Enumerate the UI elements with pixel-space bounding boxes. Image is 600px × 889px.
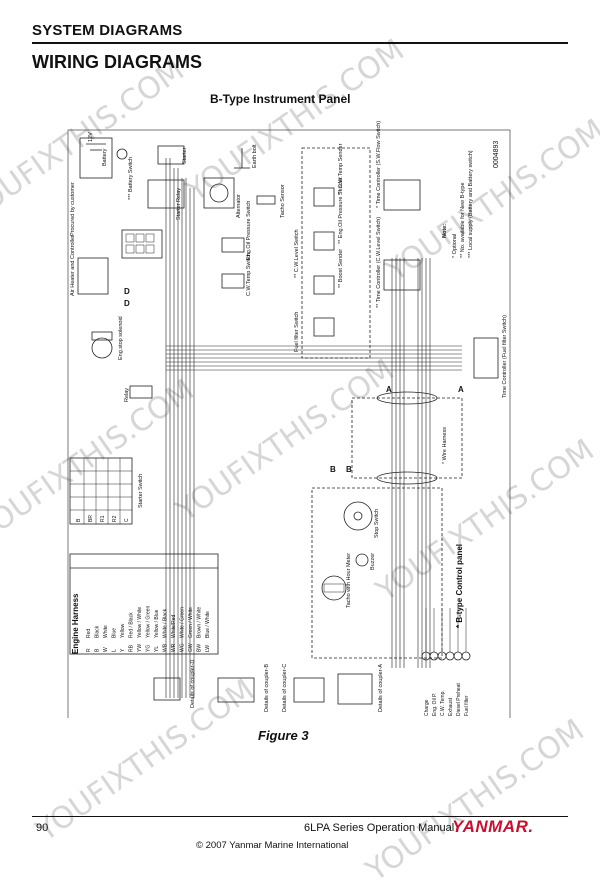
- label-engine-harness: Engine Harness: [71, 593, 80, 654]
- wiring-diagram: Battery 12V *** Battery Switch Procured …: [67, 121, 511, 718]
- label-battery-switch: *** Battery Switch: [128, 157, 134, 200]
- label-oil-sender: ** Eng.Oil Pressure Sender: [338, 177, 344, 244]
- harness-code: R: [86, 648, 92, 652]
- harness-code: GW: [188, 643, 194, 652]
- label-procured: Procured by customer: [70, 182, 76, 236]
- label-stop-switch: Stop Switch: [374, 509, 380, 538]
- label-relay: Relay: [124, 388, 130, 402]
- harness-code: YG: [146, 645, 152, 652]
- label-eng-stop: Eng.stop solenoid: [118, 316, 124, 360]
- switch-position: B: [76, 518, 82, 522]
- harness-color: White/Red: [171, 614, 177, 638]
- section-divider: [32, 42, 568, 44]
- lamp-label: Eng. Oil P.: [432, 693, 438, 716]
- label-time-controller-fuel: Time Controller (Fuel filter Switch): [502, 315, 508, 398]
- harness-color: Blue / White: [205, 611, 211, 638]
- label-tacho-sensor: Tacho Sensor: [280, 184, 286, 218]
- figure-caption: Figure 3: [258, 728, 309, 743]
- harness-code: WG: [180, 643, 186, 652]
- label-note-title: Note:: [442, 224, 448, 238]
- label-cw-temp-sender: ** C.W.Temp Sender: [338, 143, 344, 194]
- harness-color: Yellow / White: [137, 607, 143, 638]
- lamp-label: Diesel Preheat: [456, 683, 462, 716]
- label-cw-temp: C.W.Temp Switch: [246, 253, 252, 296]
- label-diagram-code: 0004893: [493, 141, 500, 168]
- lamp-label: C.W. Temp.: [440, 690, 446, 716]
- label-tacho-hour: Tacho with Hour Meter: [346, 553, 352, 608]
- lamp-label: Exhaust: [448, 697, 454, 716]
- label-fuel-filter: Fuel filter Switch: [294, 312, 300, 352]
- harness-color: White / Green: [180, 607, 186, 638]
- label-starter-switch: Starter Switch: [138, 474, 144, 508]
- harness-color: Yellow / Blue: [154, 609, 160, 638]
- label-time-controller-flow: * Time Controller (S.W.Flow Switch): [376, 121, 382, 208]
- harness-code: W: [103, 647, 109, 652]
- label-battery-voltage: 12V: [88, 132, 94, 142]
- label-starter: Starter: [182, 147, 188, 164]
- label-buzzer: Buzzer: [370, 553, 376, 570]
- label-air-heater: Air Heater and Controller: [70, 235, 76, 296]
- label-boost-sender: ** Boost Sender: [338, 249, 344, 288]
- label-note-supply: *** Local supply (Battery and Battery sw…: [468, 150, 474, 258]
- label-point-d: D: [124, 299, 130, 308]
- label-starter-relay: Starter Relay: [176, 188, 182, 220]
- harness-color: White: [103, 625, 109, 638]
- harness-code: BW: [197, 644, 203, 652]
- harness-code: LW: [205, 645, 211, 652]
- harness-color: Brown / White: [197, 607, 203, 638]
- harness-code: YL: [154, 646, 160, 652]
- harness-code: Y: [120, 648, 126, 652]
- copyright: © 2007 Yanmar Marine International: [196, 840, 349, 851]
- harness-color: Black: [95, 625, 101, 638]
- harness-code: RB: [129, 644, 135, 652]
- harness-color: Blue: [112, 628, 118, 638]
- harness-color: White / Black: [163, 608, 169, 638]
- harness-color: Red: [86, 629, 92, 638]
- label-earth-bolt: Earth bolt: [252, 144, 258, 168]
- label-point-a: A: [386, 385, 392, 394]
- label-note-na: ** No. available for New B-type: [460, 182, 466, 258]
- harness-code: YW: [137, 644, 143, 652]
- switch-position: R1: [100, 515, 106, 522]
- watermark: YOUFIXTHIS.COM: [360, 712, 591, 889]
- label-details-a: Details of coupler-A: [378, 664, 384, 712]
- harness-color: Red / Black: [129, 612, 135, 638]
- harness-color: Yellow: [120, 623, 126, 638]
- label-cw-level: ** C.W.Level Switch: [294, 229, 300, 278]
- label-point-b: B: [330, 465, 336, 474]
- label-note-optional: * Optional: [452, 234, 458, 258]
- section-title: SYSTEM DIAGRAMS: [32, 22, 183, 39]
- label-wire-harness: * Wire Harness: [442, 427, 448, 464]
- harness-code: L: [112, 649, 118, 652]
- label-point-a: A: [458, 385, 464, 394]
- label-details-b: Details of coupler-B: [264, 664, 270, 712]
- label-point-b: B: [346, 465, 352, 474]
- page-number: 90: [36, 822, 49, 834]
- label-details-d: Details of coupler-D: [190, 660, 196, 708]
- label-alternator: Alternator: [236, 194, 242, 218]
- lamp-label: Fuel filter: [464, 695, 470, 716]
- switch-position: BR: [88, 515, 94, 522]
- label-point-d: D: [124, 287, 130, 296]
- switch-position: C: [124, 518, 130, 522]
- harness-code: WR: [171, 643, 177, 652]
- footer-divider: [32, 816, 568, 817]
- label-oil-pressure: Eng.Oil Pressure Switch: [246, 201, 252, 260]
- label-details-c: Details of coupler-C: [282, 664, 288, 712]
- lamp-label: Charge: [424, 699, 430, 716]
- diagram-caption: B-Type Instrument Panel: [210, 92, 351, 106]
- harness-code: B: [95, 648, 101, 652]
- label-time-controller-level: ** Time Controller (C.W.Level Switch): [376, 217, 382, 308]
- brand-logo: YANMAR.: [452, 817, 534, 836]
- label-battery: Battery: [102, 148, 108, 166]
- harness-color: Green / White: [188, 607, 194, 638]
- harness-color: Yellow / Green: [146, 605, 152, 638]
- switch-position: R2: [112, 515, 118, 522]
- manual-title: 6LPA Series Operation Manual: [304, 822, 455, 834]
- harness-code: WB: [163, 643, 169, 652]
- page-heading: WIRING DIAGRAMS: [32, 52, 202, 72]
- label-control-panel: * B-type Control panel: [455, 544, 464, 628]
